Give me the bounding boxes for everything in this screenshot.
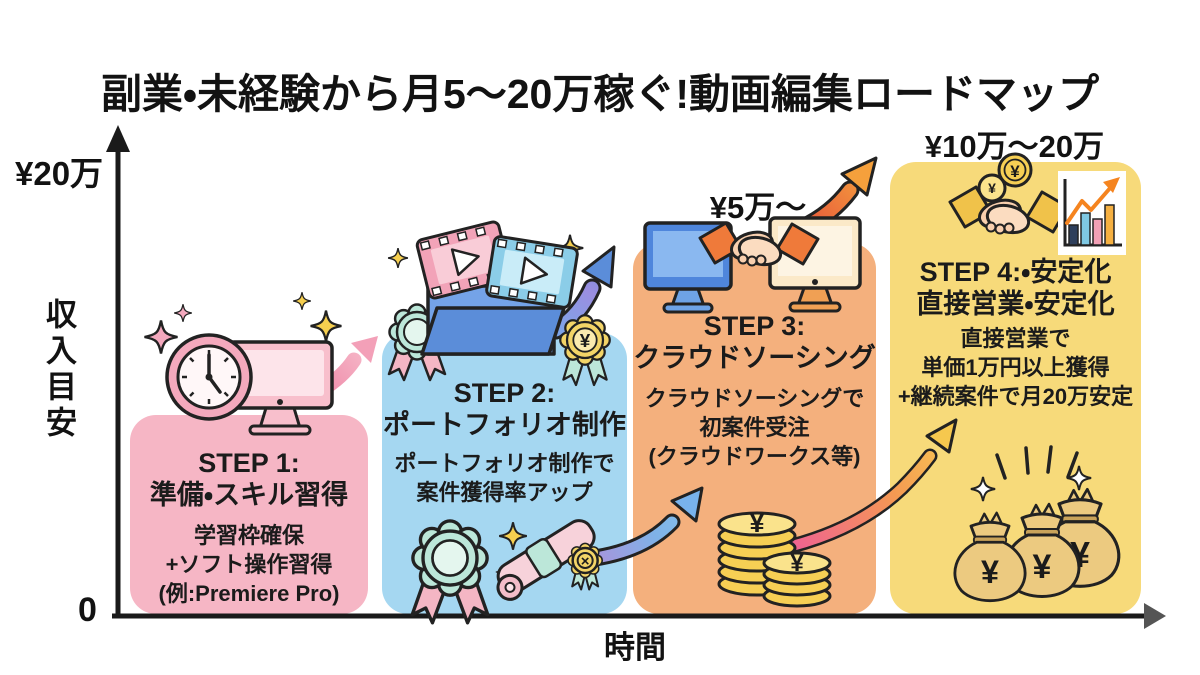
step-4-body: 直接営業で 単価1万円以上獲得 +継続案件で月20万安定 (897, 325, 1134, 409)
x-axis-arrowhead (1144, 603, 1166, 629)
step-2-heading-line2: ポートフォリオ制作 (383, 409, 626, 440)
sparkle-icon (387, 247, 409, 269)
arrow-step2-to-step3 (546, 245, 616, 340)
film-clip-icon (415, 220, 513, 300)
step-1-heading-line2: 準備・スキル習得 (149, 479, 349, 510)
y-axis-label: 収入目安 (41, 298, 76, 442)
step-3-heading-line2: クラウドソーシング (633, 342, 876, 373)
sparkle-icon (555, 233, 585, 263)
sparkle-icon (173, 303, 193, 323)
step-2-body: ポートフォリオ制作で 案件獲得率アップ (394, 450, 615, 505)
step-4-block: STEP 4:・安定化 直接営業・安定化 直接営業で 単価1万円以上獲得 +継続… (890, 162, 1141, 614)
income-label-step4: ¥10万〜20万 (924, 129, 1105, 164)
sparkle-icon (309, 309, 343, 343)
step-3-body: クラウドソーシングで 初案件受注 (クラウドワークス等) (644, 385, 865, 469)
sparkle-icon (143, 319, 179, 355)
step-1-heading: STEP 1: 準備・スキル習得 (130, 448, 368, 512)
step-4-heading: STEP 4:・安定化 直接営業・安定化 (890, 257, 1141, 321)
step-1-heading-line1: STEP 1: (198, 448, 300, 478)
origin-label: 0 (78, 591, 97, 629)
sparkle-icon (292, 291, 312, 311)
step-3-block: STEP 3: クラウドソーシング クラウドソーシングで 初案件受注 (クラウド… (633, 243, 876, 614)
y-axis-arrowhead (106, 125, 130, 152)
y-axis-max-label: ¥20万 (15, 155, 104, 192)
film-clip-icon (485, 235, 579, 309)
income-label-step3: ¥5万〜 (709, 190, 807, 225)
step-2-heading: STEP 2: ポートフォリオ制作 (382, 378, 627, 442)
step-2-block: STEP 2: ポートフォリオ制作 ポートフォリオ制作で 案件獲得率アップ (382, 333, 627, 614)
x-axis-label: 時間 (604, 630, 666, 665)
clock-icon (165, 333, 253, 421)
step-3-heading: STEP 3: クラウドソーシング (633, 311, 876, 375)
step-2-heading-line1: STEP 2: (453, 378, 556, 408)
y-axis (106, 125, 130, 616)
step-4-heading-line1: STEP 4:・安定化 (919, 257, 1112, 287)
step-1-body: 学習枠確保 +ソフト操作習得 (例:Premiere Pro) (158, 522, 340, 606)
arrow-step1-to-step2 (310, 336, 378, 400)
step-1-block: STEP 1: 準備・スキル習得 学習枠確保 +ソフト操作習得 (例:Premi… (130, 415, 368, 614)
page-title: 副業・未経験から月5〜20万稼ぐ!動画編集ロードマップ (101, 71, 1099, 118)
step-4-heading-line2: 直接営業・安定化 (916, 288, 1115, 319)
step-3-heading-line1: STEP 3: (703, 311, 806, 341)
